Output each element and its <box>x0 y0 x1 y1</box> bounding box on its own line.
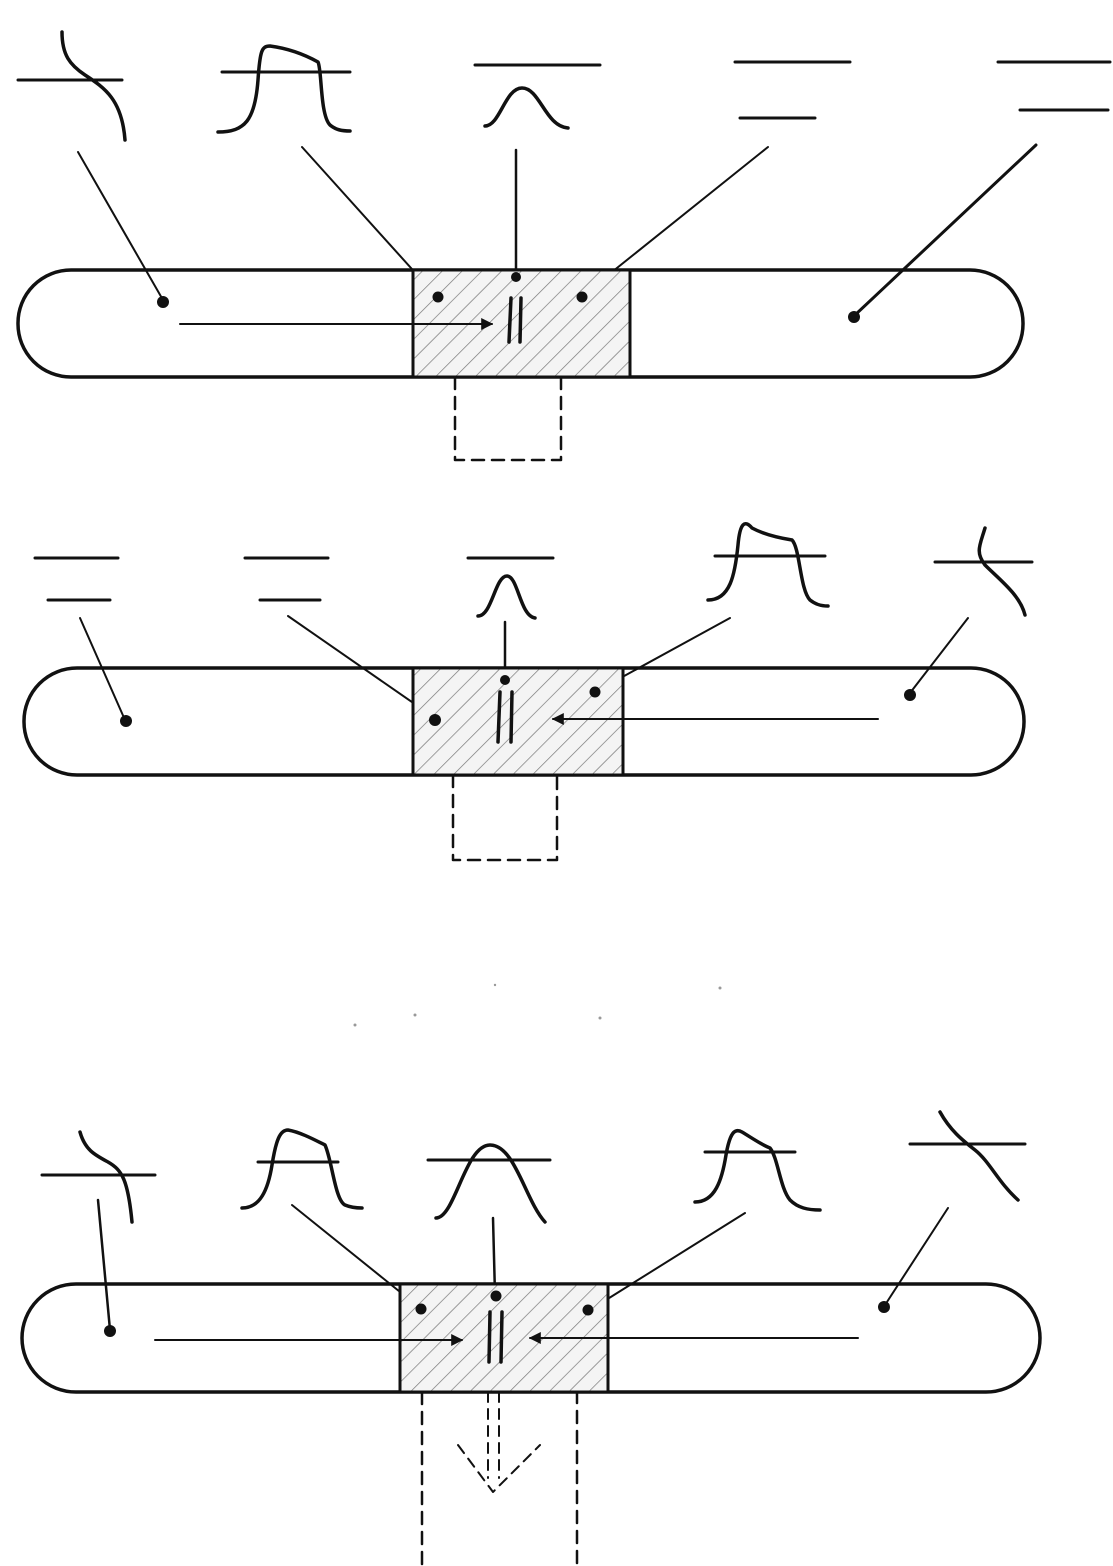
signal-waveform-2 <box>240 1128 364 1210</box>
leader-lines <box>96 1198 949 1332</box>
signal-waveform-4 <box>733 60 852 120</box>
panel-middle <box>22 522 1034 862</box>
signal-waveform-2 <box>243 556 330 602</box>
dashed-outlet <box>420 1390 579 1566</box>
signal-waveform-4 <box>693 1128 822 1212</box>
signal-waveform-1 <box>40 1130 157 1224</box>
hatched-chamber <box>411 666 625 777</box>
electrode-marks <box>507 296 523 344</box>
signal-waveform-3 <box>473 63 602 130</box>
signal-waveform-1 <box>16 30 127 142</box>
dashed-outlet <box>451 773 559 862</box>
signal-waveform-5 <box>908 1110 1027 1202</box>
signal-waveform-5 <box>933 526 1034 617</box>
signal-waveform-3 <box>466 556 555 620</box>
electrode-marks <box>496 690 514 744</box>
signal-waveform-3 <box>426 1143 552 1224</box>
sample-points <box>104 1290 890 1337</box>
panel-bottom <box>20 1110 1042 1566</box>
sample-points <box>120 675 916 727</box>
signal-waveform-2 <box>216 44 352 134</box>
signal-waveform-4 <box>706 522 830 608</box>
panel-top <box>16 30 1112 462</box>
dashed-down-arrow <box>457 1391 541 1493</box>
scan-specks <box>353 983 722 1027</box>
sample-points <box>157 272 860 323</box>
signal-waveform-1 <box>33 556 120 602</box>
electrode-marks <box>487 1310 504 1364</box>
dashed-outlet <box>453 375 563 462</box>
signal-waveform-5 <box>996 60 1112 112</box>
